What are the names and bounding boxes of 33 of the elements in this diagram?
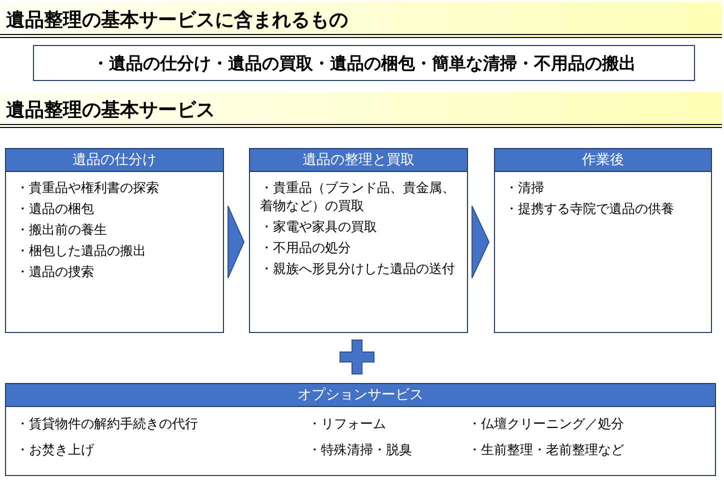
heading: 遺品整理の基本サービスに含まれるもの bbox=[6, 8, 348, 33]
summary-box bbox=[33, 45, 695, 81]
chevron-arrow bbox=[228, 206, 245, 278]
card-header: 作業後 bbox=[495, 149, 711, 172]
list-item: ・賃貸物件の解約手続きの代行 bbox=[16, 416, 199, 434]
list-item: ・遺品の捜索 bbox=[16, 264, 95, 282]
list-item: ・お焚き上げ bbox=[16, 442, 96, 460]
card-header: 遺品の仕分け bbox=[6, 149, 223, 172]
card-header: オプションサービス bbox=[6, 384, 715, 407]
heading-band bbox=[0, 92, 722, 128]
chevron-arrow bbox=[472, 206, 490, 278]
heading-band bbox=[0, 2, 722, 38]
card-header: 遺品の整理と買取 bbox=[250, 149, 467, 172]
service-card bbox=[494, 148, 712, 333]
heading: 遺品整理の基本サービス bbox=[6, 98, 215, 123]
list-item: ・リフォーム bbox=[308, 416, 387, 434]
list-item: ・清掃 bbox=[505, 180, 545, 198]
list-item: ・梱包した遺品の搬出 bbox=[16, 243, 147, 261]
list-item: ・生前整理・老前整理など bbox=[468, 442, 625, 460]
list-item: ・仏壇クリーニング／処分 bbox=[468, 416, 625, 434]
list-item: ・搬出前の養生 bbox=[16, 222, 108, 240]
list-item: ・家電や家具の買取 bbox=[260, 219, 378, 237]
service-card bbox=[5, 148, 224, 333]
list-item: ・貴重品（ブランド品、貴金属、着物など）の買取 bbox=[260, 180, 456, 216]
list-item: ・親族へ形見分けした遺品の送付 bbox=[260, 261, 456, 279]
list-item: ・特殊清掃・脱臭 bbox=[308, 442, 413, 460]
list-item: ・貴重品や権利書の探索 bbox=[16, 180, 160, 198]
option-card bbox=[5, 383, 716, 476]
service-card bbox=[249, 148, 468, 333]
list-item: ・提携する寺院で遺品の供養 bbox=[505, 201, 675, 219]
summary-text: ・遺品の仕分け・遺品の買取・遺品の梱包・簡単な清掃・不用品の搬出 bbox=[92, 52, 636, 74]
list-item: ・不用品の処分 bbox=[260, 240, 352, 258]
list-item: ・遺品の梱包 bbox=[16, 201, 95, 219]
